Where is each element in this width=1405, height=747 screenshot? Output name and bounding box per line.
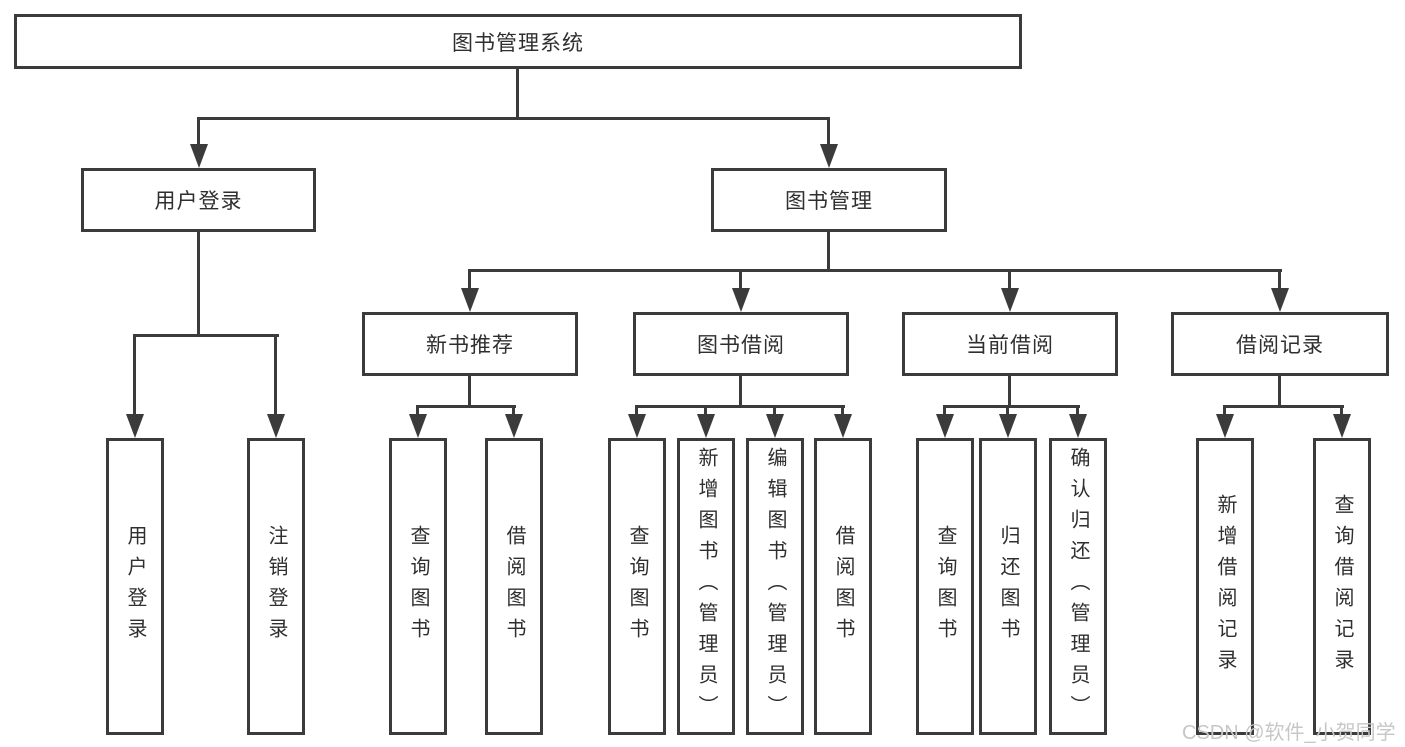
connector-stem — [739, 376, 742, 406]
connector-stem — [1223, 405, 1226, 417]
node-book-management: 图书管理 — [711, 168, 947, 232]
connector-bar — [197, 117, 830, 120]
leaf-confirm-return-admin: 确认归还（管理员） — [1049, 438, 1107, 735]
leaf-query-books-recommend: 查询图书 — [389, 438, 447, 735]
watermark: CSDN @软件_小贺同学 — [1182, 722, 1396, 744]
connector-stem — [512, 405, 515, 417]
connector-bar — [133, 334, 279, 337]
arrowhead-down-icon — [409, 414, 427, 438]
node-current-borrowing: 当前借阅 — [902, 312, 1118, 376]
arrowhead-down-icon — [1069, 414, 1087, 438]
arrowhead-down-icon — [190, 144, 208, 168]
arrowhead-down-icon — [999, 414, 1017, 438]
leaf-borrow-books: 借阅图书 — [814, 438, 872, 735]
connector-stem — [197, 118, 200, 146]
connector-stem — [468, 270, 471, 290]
leaf-query-books-current: 查询图书 — [916, 438, 974, 735]
arrowhead-down-icon — [1333, 414, 1351, 438]
node-book-management-system: 图书管理系统 — [14, 14, 1022, 69]
connector-stem — [841, 405, 844, 417]
connector-bar — [468, 269, 1282, 272]
connector-bar — [1223, 405, 1344, 408]
leaf-return-books: 归还图书 — [979, 438, 1037, 735]
arrowhead-down-icon — [461, 288, 479, 312]
arrowhead-down-icon — [732, 288, 750, 312]
connector-stem — [1076, 405, 1079, 417]
connector-stem — [1340, 405, 1343, 417]
leaf-borrow-books-recommend: 借阅图书 — [485, 438, 543, 735]
arrowhead-down-icon — [697, 414, 715, 438]
node-borrowing-records: 借阅记录 — [1171, 312, 1389, 376]
connector-stem — [1006, 405, 1009, 417]
connector-stem — [773, 405, 776, 417]
arrowhead-down-icon — [1001, 288, 1019, 312]
connector-stem — [516, 69, 519, 119]
connector-stem — [1008, 270, 1011, 290]
arrowhead-down-icon — [126, 414, 144, 438]
arrowhead-down-icon — [1271, 288, 1289, 312]
connector-stem — [943, 405, 946, 417]
connector-bar — [943, 405, 1080, 408]
connector-stem — [1278, 270, 1281, 290]
connector-stem — [827, 118, 830, 146]
node-user-login: 用户登录 — [81, 168, 316, 232]
leaf-add-borrow-record: 新增借阅记录 — [1196, 438, 1254, 735]
arrowhead-down-icon — [628, 414, 646, 438]
leaf-edit-book-admin: 编辑图书（管理员） — [746, 438, 804, 735]
connector-stem — [133, 335, 136, 416]
leaf-user-login: 用户登录 — [106, 438, 164, 735]
connector-stem — [739, 270, 742, 290]
connector-stem — [827, 232, 830, 271]
connector-stem — [197, 232, 200, 336]
connector-stem — [1008, 376, 1011, 406]
arrowhead-down-icon — [505, 414, 523, 438]
connector-bar — [416, 405, 516, 408]
connector-bar — [635, 405, 845, 408]
leaf-add-book-admin: 新增图书（管理员） — [677, 438, 735, 735]
connector-stem — [274, 335, 277, 416]
node-book-borrowing: 图书借阅 — [633, 312, 849, 376]
arrowhead-down-icon — [766, 414, 784, 438]
connector-stem — [704, 405, 707, 417]
connector-stem — [1278, 376, 1281, 406]
leaf-logout-login: 注销登录 — [247, 438, 305, 735]
arrowhead-down-icon — [267, 414, 285, 438]
leaf-query-books-borrowing: 查询图书 — [608, 438, 666, 735]
node-new-book-recommend: 新书推荐 — [362, 312, 578, 376]
connector-stem — [635, 405, 638, 417]
arrowhead-down-icon — [820, 144, 838, 168]
connector-stem — [416, 405, 419, 417]
connector-stem — [468, 376, 471, 406]
arrowhead-down-icon — [936, 414, 954, 438]
arrowhead-down-icon — [834, 414, 852, 438]
leaf-query-borrow-record: 查询借阅记录 — [1313, 438, 1371, 735]
arrowhead-down-icon — [1216, 414, 1234, 438]
